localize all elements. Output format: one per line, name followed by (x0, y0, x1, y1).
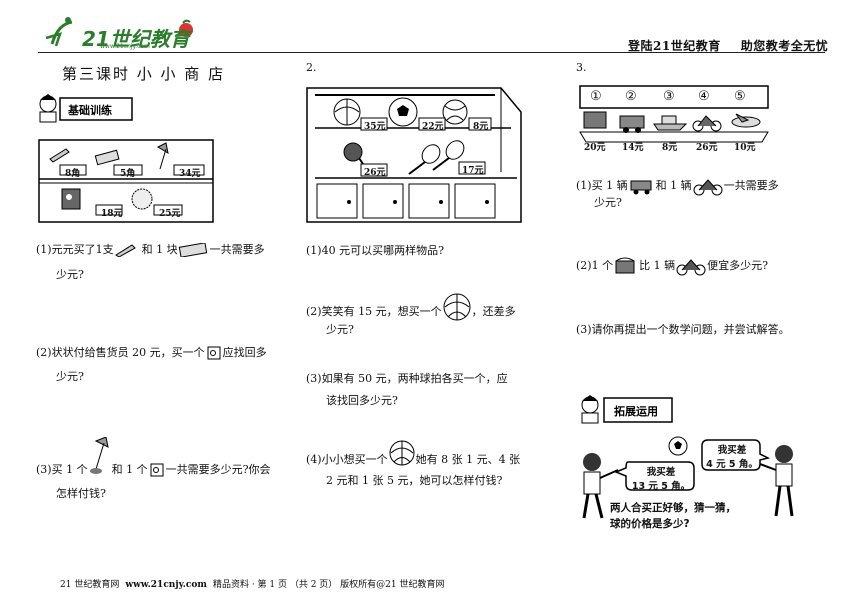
lamp-icon (89, 437, 109, 474)
price-tag-pingpong: 26元 (364, 168, 386, 178)
basketball-icon-2 (389, 440, 415, 466)
s2-q2-line2: 少元? (326, 323, 354, 336)
toy-shelf-illustration (579, 85, 769, 143)
s2-q4-line1: (4)小小想买一个她有 8 张 1 元、4 张 (306, 440, 520, 467)
student-reading-icon (39, 94, 133, 123)
sharpener-icon-2 (150, 463, 164, 477)
section1-badge: 基础训练 (36, 92, 136, 124)
s1-q3-line2: 怎样付钱? (56, 487, 106, 500)
toy-label-2: ② (625, 89, 637, 104)
price-tag-eraser: 5角 (120, 169, 136, 179)
price-tag-football: 22元 (422, 122, 444, 132)
header-divider (38, 52, 825, 53)
sharpener-icon (207, 346, 221, 360)
price-tag-plane: 10元 (734, 143, 756, 153)
price-tag-lamp: 34元 (179, 169, 201, 179)
toy-label-5: ⑤ (734, 89, 746, 104)
s2-q3-line2: 该找回多少元? (326, 394, 398, 407)
price-tag-motorbike: 26元 (696, 143, 718, 153)
logo: 21世纪教育 www.21cnjy.com (38, 14, 198, 52)
cabinet-illustration (306, 87, 522, 223)
s3-number: 3. (576, 61, 587, 74)
header-slogan: 登陆21世纪教育 助您教考全无忧 (628, 37, 828, 54)
s1-q2-line1: (2)状状付给售货员 20 元，买一个应找回多 (36, 346, 267, 360)
slogan-2: 助您教考全无忧 (740, 39, 829, 53)
price-tag-sharpener: 18元 (101, 209, 123, 219)
slogan-1: 登陆21世纪教育 (628, 39, 721, 53)
s2-q3-line1: (3)如果有 50 元，两种球拍各买一个，应 (306, 372, 508, 385)
s2-number: 2. (306, 61, 317, 74)
price-tag-car: 14元 (622, 143, 644, 153)
s1-q3-line1: (3)买 1 个和 1 个一共需要多少元?你会 (36, 437, 270, 478)
logo-url: www.21cnjy.com (100, 43, 150, 50)
footer-url: www.21cnjy.com (125, 580, 207, 590)
price-tag-basketball: 35元 (364, 122, 386, 132)
toy-label-3: ③ (663, 89, 675, 104)
motorbike-icon (693, 179, 723, 196)
s2-q2-line1: (2)笑笑有 15 元，想买一个，还差多 (306, 293, 516, 321)
basketball-icon (443, 293, 471, 321)
shop-shelf-1: 8角 5角 34元 18元 25元 (38, 139, 214, 223)
toy-shelf: ① ② ③ ④ ⑤ 20元 14元 8元 26元 10元 (576, 84, 772, 154)
footer-info: 精品资料 · 第 1 页 （共 2 页） 版权所有@21 世纪教育网 (212, 580, 445, 590)
s3-q2: (2)1 个比 1 辆便宜多少元? (576, 255, 768, 277)
s3-q3: (3)请你再提出一个数学问题，并尝试解答。 (576, 323, 790, 336)
price-tag-phone: 20元 (584, 143, 606, 153)
page-title: 第三课时 小 小 商 店 (62, 65, 226, 83)
toy-label-1: ① (590, 89, 602, 104)
toy-label-4: ④ (698, 89, 710, 104)
section1-badge-label: 基础训练 (68, 104, 112, 117)
section4-badge: 拓展运用 (578, 392, 678, 426)
logo-figure-icon (45, 17, 193, 47)
price-tag-volleyball: 8元 (473, 122, 489, 132)
section4-badge-label: 拓展运用 (614, 405, 658, 418)
price-tag-badminton: 17元 (462, 166, 484, 176)
footer-site: 21 世纪教育网 (60, 580, 120, 590)
toy-phone-icon (615, 257, 635, 274)
motorbike-icon-2 (676, 259, 706, 276)
toy-car-icon (630, 180, 652, 195)
logo-text: 21世纪教育 (82, 27, 190, 51)
footer: 21 世纪教育网 www.21cnjy.com 精品资料 · 第 1 页 （共 2 … (60, 577, 444, 590)
s2-q4-line2: 2 元和 1 张 5 元，她可以怎样付钱? (326, 474, 503, 487)
s1-q2-line2: 少元? (56, 370, 84, 383)
shelf-illustration (38, 139, 214, 223)
s1-q1-line2: 少元? (56, 268, 84, 281)
extension-prompt: 两人合买正好够，猜一猜，球的价格是多少? (610, 502, 736, 530)
s2-q1: (1)40 元可以买哪两样物品? (306, 244, 444, 257)
s3-q1-line1: (1)买 1 辆和 1 辆一共需要多 (576, 175, 779, 197)
shop-cabinet: 35元 22元 8元 26元 17元 (305, 82, 525, 228)
eraser-icon (178, 243, 207, 257)
price-tag-pencil: 8角 (65, 169, 81, 179)
student-reading-icon-2 (581, 395, 673, 424)
price-tag-globe: 25元 (159, 209, 181, 219)
two-kids-soccer-illustration (582, 436, 794, 519)
s1-q1-line1: (1)元元买了1支和 1 块一共需要多 (36, 243, 265, 257)
price-tag-ship: 8元 (662, 143, 678, 153)
pencil-icon (114, 244, 136, 257)
s3-q1-line2: 少元? (594, 196, 622, 209)
